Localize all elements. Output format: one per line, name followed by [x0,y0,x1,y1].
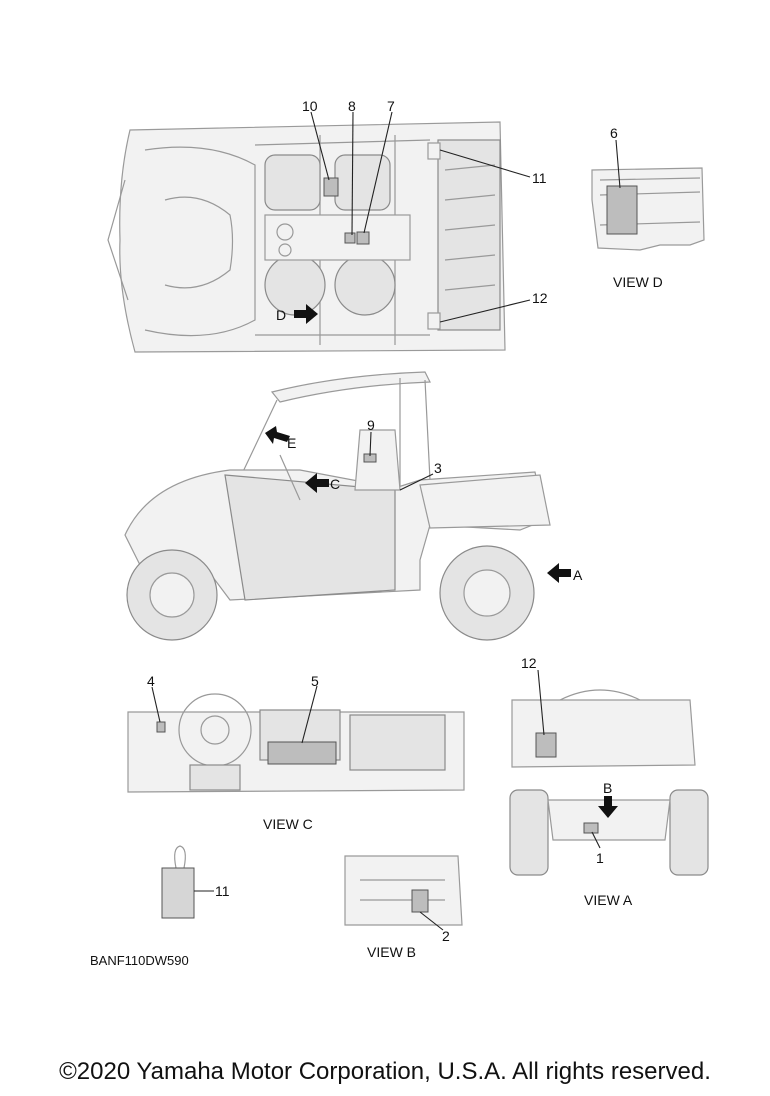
view-b-title: VIEW B [367,944,416,960]
label-1-tag [583,822,599,834]
view-arrow-a-icon [547,563,571,583]
callout-10: 10 [302,98,318,114]
label-11-tag [161,867,195,919]
callout-5: 5 [311,673,319,689]
copyright-notice: ©2020 Yamaha Motor Corporation, U.S.A. A… [59,1058,711,1085]
view-arrow-a-letter: A [573,567,583,583]
top-view-vehicle [107,121,506,353]
label-7-tag [356,231,370,245]
view-arrow-d-letter: D [276,307,286,323]
callout-4: 4 [147,673,155,689]
callout-6: 6 [610,125,618,141]
callout-9: 9 [367,417,375,433]
callout-12-upper: 11 [532,170,547,186]
view-c-dashboard [127,693,465,793]
label-2-tag [411,889,429,913]
view-arrow-e-icon [265,426,290,444]
label-8-tag [344,232,356,244]
callout-11: 11 [215,883,230,899]
view-arrow-b-letter: B [603,780,612,796]
drawing-code: BANF110DW590 [90,953,189,968]
view-arrow-b-icon [598,796,618,818]
callout-8: 8 [348,98,356,114]
view-arrow-d-icon [294,304,318,324]
label-6-tag [606,185,638,235]
view-d-title: VIEW D [613,274,663,290]
view-a-rear [509,689,709,876]
callout-12-lower: 12 [532,290,548,306]
view-b-detail [344,855,463,926]
label-4-tag [156,721,166,733]
callout-7: 7 [387,98,395,114]
view-arrow-e-letter: E [287,435,296,451]
view-d-detail [591,167,705,251]
view-arrow-c-icon [305,473,329,493]
label-13-tag [535,732,557,758]
side-view-vehicle [124,371,551,641]
label-10-tag [323,177,339,197]
view-a-title: VIEW A [584,892,633,908]
callout-13: 12 [521,655,537,671]
callout-2: 2 [442,928,450,944]
view-arrow-c-letter: C [330,476,340,492]
callout-3: 3 [434,460,442,476]
hang-tag-11 [161,845,195,919]
callout-1: 1 [596,850,604,866]
view-c-title: VIEW C [263,816,313,832]
label-5-tag [267,741,337,765]
